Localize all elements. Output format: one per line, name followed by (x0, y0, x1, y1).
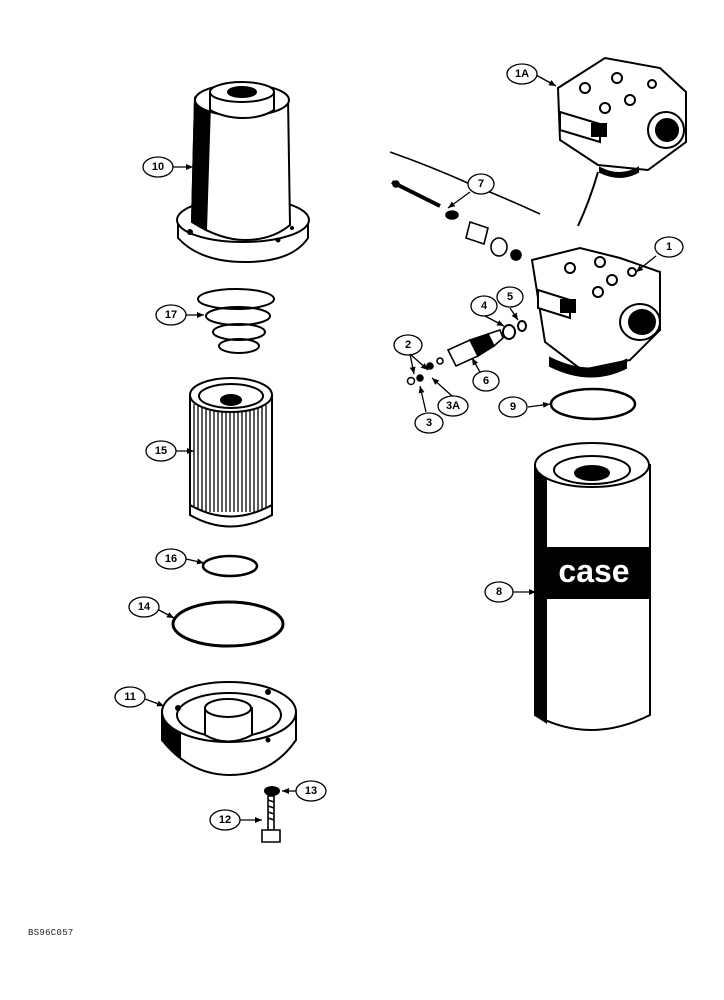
washer-part-13 (264, 786, 280, 796)
callout-3A: 3A (437, 395, 469, 417)
svg-text:4: 4 (481, 300, 488, 312)
svg-text:10: 10 (152, 161, 164, 173)
figure-code: BS96C057 (28, 928, 74, 938)
filter-housing-part-10 (176, 81, 310, 264)
callout-3: 3 (414, 412, 444, 434)
o-ring-part-14 (171, 600, 285, 648)
callout-17: 17 (155, 304, 187, 326)
callout-15: 15 (145, 440, 177, 462)
callout-4: 4 (470, 295, 498, 317)
svg-text:1: 1 (666, 241, 672, 253)
filter-cartridge-part-8 (534, 442, 651, 731)
svg-text:7: 7 (478, 178, 484, 190)
callout-8: 8 (484, 581, 514, 603)
svg-text:5: 5 (507, 291, 513, 303)
assembly-link-line (577, 171, 599, 227)
svg-text:16: 16 (165, 553, 177, 565)
leader-lines (144, 74, 657, 823)
callout-16: 16 (155, 548, 187, 570)
callout-14: 14 (128, 596, 160, 618)
callout-5: 5 (496, 286, 524, 308)
callout-9: 9 (498, 396, 528, 418)
svg-text:6: 6 (483, 375, 489, 387)
callout-7: 7 (467, 173, 495, 195)
svg-text:14: 14 (138, 601, 151, 613)
spring-part-17 (197, 288, 275, 354)
relief-valve-part-7 (389, 151, 541, 261)
bolt-part-12 (261, 795, 281, 843)
callout-12: 12 (209, 809, 241, 831)
svg-text:9: 9 (510, 401, 516, 413)
o-ring-part-4 (502, 324, 516, 340)
svg-text:12: 12 (219, 814, 231, 826)
callout-13: 13 (295, 780, 327, 802)
svg-text:8: 8 (496, 586, 502, 598)
filter-brand-label: case (558, 553, 629, 589)
svg-text:13: 13 (305, 785, 317, 797)
filter-head-part-1A (556, 56, 687, 178)
svg-text:17: 17 (165, 309, 177, 321)
filter-head-part-1 (530, 246, 661, 378)
svg-text:15: 15 (155, 445, 167, 457)
callout-2: 2 (393, 334, 423, 356)
callout-10: 10 (142, 156, 174, 178)
callout-1A: 1A (506, 63, 538, 85)
svg-text:3A: 3A (446, 400, 460, 412)
washer-part-3 (416, 374, 424, 382)
svg-text:11: 11 (124, 691, 136, 703)
svg-text:1A: 1A (515, 68, 529, 80)
callout-1: 1 (654, 236, 684, 258)
filter-element-part-15 (189, 377, 273, 528)
filter-base-part-11 (161, 681, 297, 777)
pressure-switch-part-6 (426, 328, 504, 370)
o-ring-part-9 (549, 387, 637, 421)
nut-part-2 (406, 376, 416, 386)
callout-11: 11 (114, 686, 146, 708)
svg-text:2: 2 (405, 339, 411, 351)
o-ring-part-16 (201, 554, 259, 578)
svg-text:3: 3 (426, 417, 432, 429)
callout-6: 6 (472, 370, 500, 392)
o-ring-part-5 (517, 320, 527, 332)
